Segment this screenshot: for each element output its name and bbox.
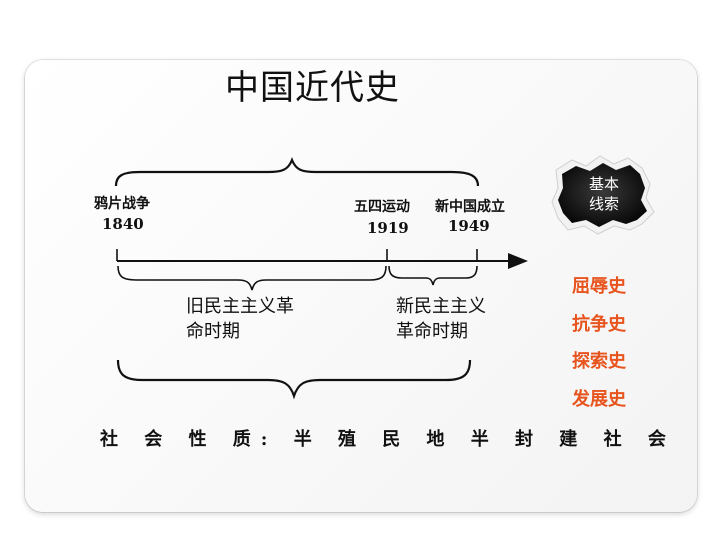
clue-struggle-history: 抗争史 [572, 313, 626, 335]
period-new-democratic: 新民主主义 革命时期 [396, 294, 486, 344]
top-brace [114, 157, 480, 187]
event-opium-war: 鸦片战争 [94, 196, 150, 212]
event-may-fourth: 五四运动 [354, 199, 410, 215]
period-old-line1: 旧民主主义革 [186, 296, 294, 317]
clue-development-history: 发展史 [572, 388, 626, 410]
clue-exploration-history: 探索史 [572, 351, 626, 372]
period-new-line1: 新民主主义 [396, 296, 486, 317]
year-1840: 1840 [102, 215, 144, 233]
basic-clues-label-line2: 线索 [588, 195, 619, 213]
clue-humiliation-history: 屈辱史 [572, 276, 626, 297]
content-card [25, 60, 697, 512]
page-title: 中国近代史 [225, 68, 400, 108]
year-1919: 1919 [367, 219, 409, 237]
basic-clues-label-line1: 基本 [588, 175, 619, 193]
society-nature: 社 会 性 质: 半 殖 民 地 半 封 建 社 会 [100, 429, 676, 450]
brace-old-democratic-period [117, 265, 387, 291]
period-new-line2: 革命时期 [396, 321, 468, 342]
basic-clues-label: 基本 线索 [583, 174, 625, 214]
event-prc-founding: 新中国成立 [435, 199, 505, 215]
year-1949: 1949 [448, 217, 490, 235]
bottom-brace [116, 359, 472, 400]
period-old-line2: 命时期 [186, 321, 240, 342]
basic-clues-list: 屈辱史 抗争史 探索史 发展史 [572, 274, 626, 424]
brace-new-democratic-period [388, 265, 478, 286]
period-old-democratic: 旧民主主义革 命时期 [186, 294, 294, 344]
torn-paper-badge [551, 155, 655, 235]
